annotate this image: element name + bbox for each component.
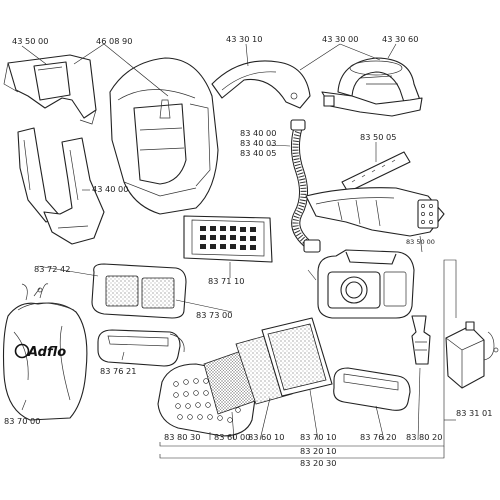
label-43-30-10: 43 30 10: [226, 34, 262, 44]
label-83-80-20: 83 80 20: [406, 432, 442, 442]
label-83-70-10: 83 70 10: [300, 432, 336, 442]
face-seal: [17, 127, 105, 245]
label-43-30-00: 43 30 00: [322, 34, 358, 44]
part-number-labels: 43 50 00 46 08 90 43 40 00 43 30 10 43 3…: [4, 34, 492, 468]
label-83-70-00: 83 70 00: [4, 416, 40, 426]
belt-strap: [341, 151, 411, 193]
head-harness: [321, 57, 423, 117]
label-83-20-30: 83 20 30: [300, 458, 336, 468]
label-83-72-42: 83 72 42: [34, 264, 70, 274]
label-43-40-00: 43 40 00: [92, 184, 128, 194]
filter-cover: [183, 215, 273, 263]
label-83-31-01: 83 31 01: [456, 408, 492, 418]
label-83-76-20: 83 76 20: [360, 432, 396, 442]
face-shield-frame: [3, 54, 97, 125]
label-83-73-00: 83 73 00: [196, 310, 232, 320]
airflow-indicator: [411, 315, 431, 365]
comfort-belt: [305, 187, 445, 237]
label-83-71-10: 83 71 10: [208, 276, 244, 286]
headband-strap: [211, 60, 311, 109]
label-43-30-60: 43 30 60: [382, 34, 418, 44]
label-83-76-21: 83 76 21: [100, 366, 136, 376]
label-83-80-30: 83 80 30: [164, 432, 200, 442]
label-83-60-00: 83 60 00: [214, 432, 250, 442]
label-43-50-00: 43 50 00: [12, 36, 48, 46]
welding-helmet-icon: [109, 57, 219, 215]
battery-standard: [97, 329, 185, 367]
leader-lines: [21, 43, 457, 459]
label-83-50-00: 83 50 00: [406, 238, 435, 246]
breathing-tube: [290, 119, 321, 253]
filter-casing: [91, 263, 187, 319]
label-83-40-00: 83 40 00: [240, 128, 276, 138]
battery-charger-icon: [445, 321, 499, 389]
label-83-40-05: 83 40 05: [240, 148, 276, 158]
label-83-40-03: 83 40 03: [240, 138, 276, 148]
brand-text: Adflo: [27, 345, 66, 360]
label-83-50-05: 83 50 05: [360, 132, 396, 142]
particle-filter: [261, 317, 333, 397]
label-83-20-10: 83 20 10: [300, 446, 336, 456]
battery-high-capacity: [333, 367, 411, 411]
blower-unit: [317, 249, 415, 319]
label-46-08-90: 46 08 90: [96, 36, 132, 46]
label-83-60-10: 83 60 10: [248, 432, 284, 442]
drawstring-bag-icon: Adflo: [2, 283, 88, 421]
